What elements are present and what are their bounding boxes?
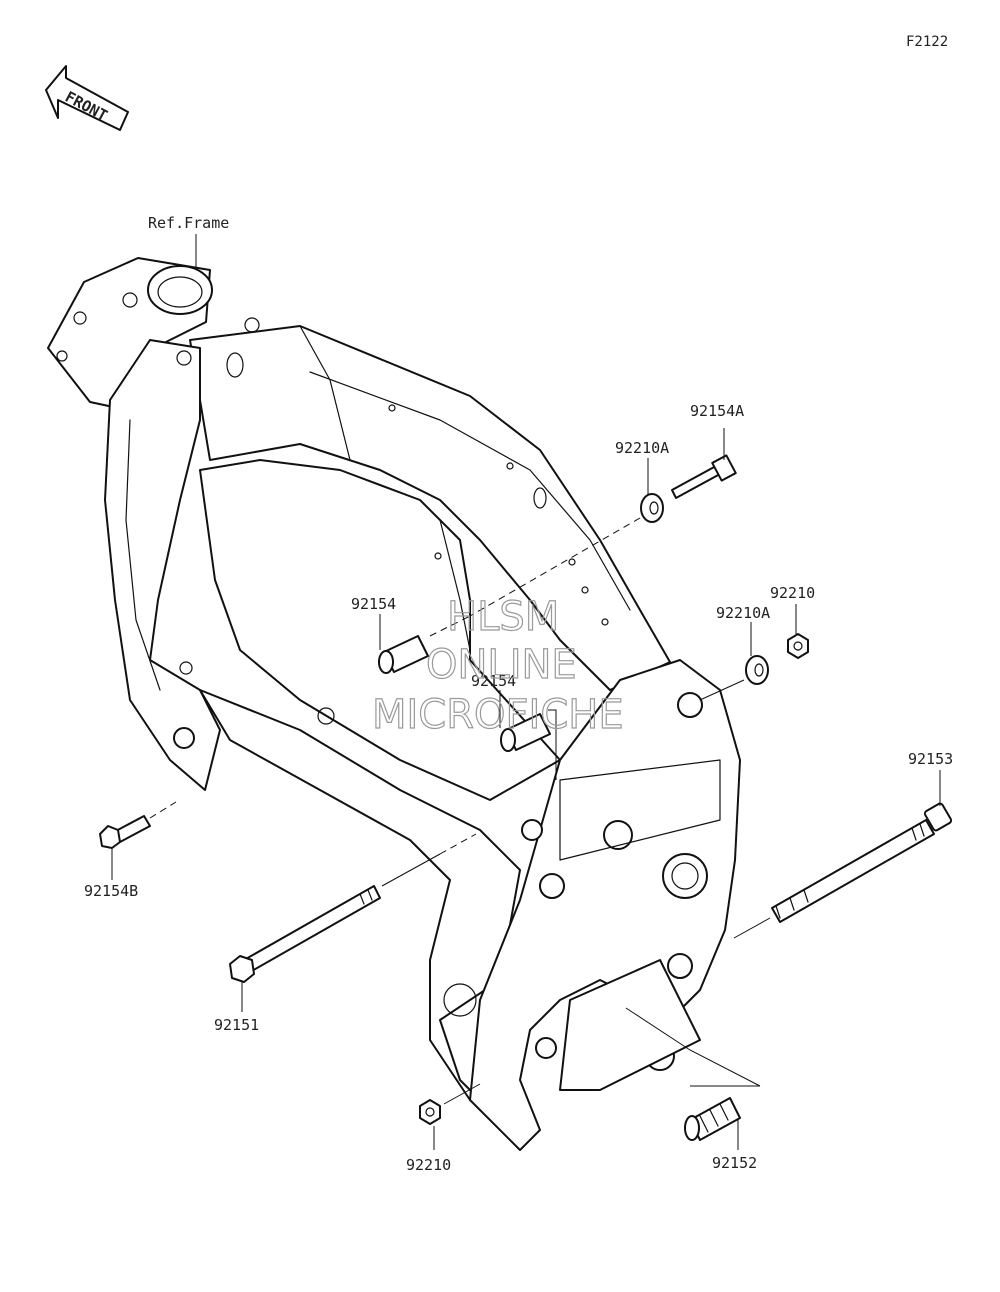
part-label-92151: 92151 (214, 1016, 259, 1034)
front-arrow-icon: FRONT (45, 65, 129, 131)
part-label-92210A-top: 92210A (615, 439, 669, 457)
svg-text:MICROFICHE: MICROFICHE (372, 692, 624, 738)
part-label-92154A: 92154A (690, 402, 744, 420)
part-label-92210-bottom: 92210 (406, 1156, 451, 1174)
part-label-92210-right: 92210 (770, 584, 815, 602)
bolt-92153-icon (771, 802, 953, 923)
spacer-92154-a-icon (378, 635, 429, 674)
part-label-92152: 92152 (712, 1154, 757, 1172)
washer-92210A-mid-icon (745, 655, 769, 685)
svg-text:HLSM: HLSM (447, 594, 559, 640)
part-label-92154B: 92154B (84, 882, 138, 900)
spacer-92152-icon (684, 1097, 741, 1141)
nut-92210-bottom-icon (419, 1099, 441, 1125)
part-label-92154-b: 92154 (471, 672, 516, 690)
part-label-92154-a: 92154 (351, 595, 396, 613)
svg-text:ONLINE: ONLINE (426, 642, 577, 688)
watermark: HLSM ONLINE MICROFICHE (371, 593, 624, 738)
ref-frame-label: Ref.Frame (148, 214, 229, 232)
bolt-92151-icon (229, 885, 381, 983)
bolt-92154B-icon (99, 815, 151, 849)
motorcycle-frame (47, 257, 741, 1151)
spacer-92154-b-icon (500, 713, 551, 752)
washer-92210A-icon (640, 493, 664, 523)
part-label-92153: 92153 (908, 750, 953, 768)
nut-92210-right-icon (787, 633, 809, 659)
part-label-92210A-mid: 92210A (716, 604, 770, 622)
bolt-92154A-icon (671, 454, 737, 499)
diagram-code: F2122 (906, 34, 948, 50)
